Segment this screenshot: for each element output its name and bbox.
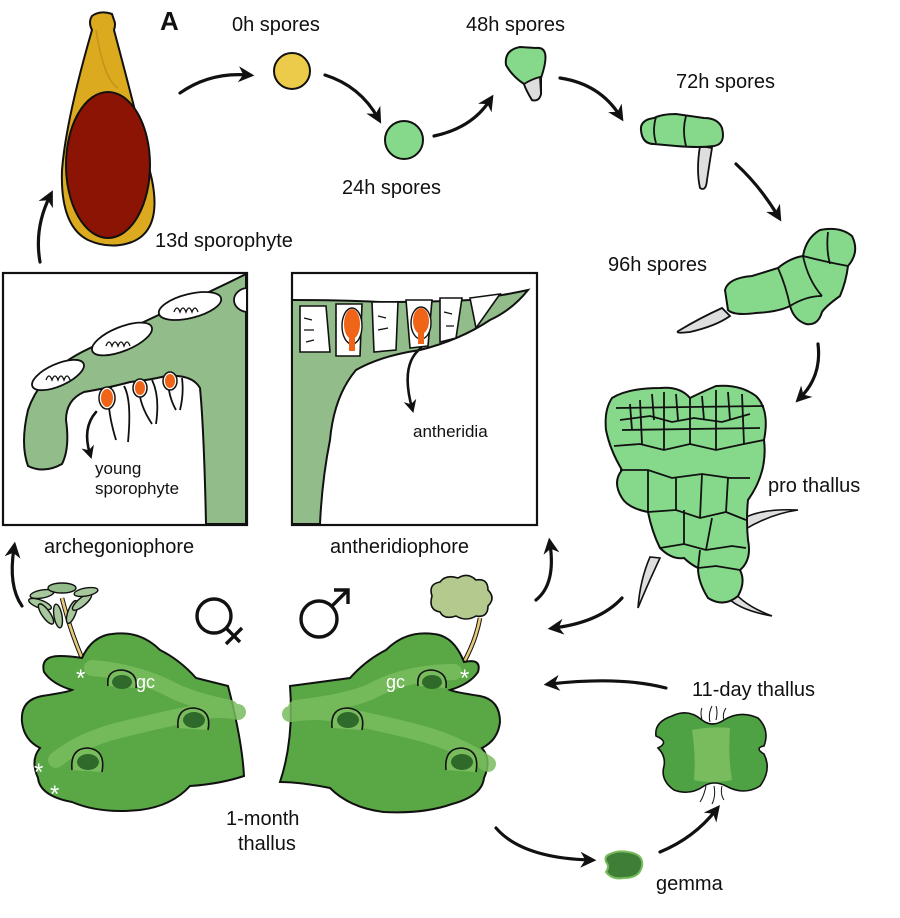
gemma-cup-icon (71, 747, 104, 773)
label-spores-96h: 96h spores (608, 254, 707, 276)
asterisk-marker: * (506, 759, 515, 786)
arrow-antheridia (403, 346, 423, 414)
asterisk-marker: * (460, 665, 469, 692)
arrow-72h-to-96h (734, 162, 782, 222)
arrow-1month-to-gemma (494, 826, 597, 868)
gemma-cup-icon (445, 747, 478, 773)
label-gemma: gemma (656, 873, 724, 895)
label-11day-thallus: 11-day thallus (692, 679, 815, 701)
label-antheridia: antheridia (413, 422, 488, 441)
panel-letter: A (160, 6, 179, 36)
label-spores-72h: 72h spores (676, 71, 775, 93)
arrow-96h-to-prothallus (795, 342, 821, 403)
thallus-1month-female-illustration (20, 632, 246, 812)
archegoniophore-caption: archegoniophore (44, 536, 194, 558)
asterisk-marker: * (34, 759, 43, 786)
archegoniophore-inset (1, 271, 249, 527)
arrow-gemma-to-11day (658, 804, 720, 854)
arrow-young-sporophyte (81, 410, 98, 459)
spore-96h-illustration (676, 227, 857, 334)
archegoniophore-umbrella-illustration (27, 582, 99, 659)
gemma-cup-icon (106, 669, 138, 689)
label-sporophyte-13d: 13d sporophyte (155, 230, 293, 252)
male-symbol-icon (299, 588, 350, 639)
thallus-1month-male-illustration (278, 632, 502, 814)
sporophyte-13d-illustration (60, 11, 156, 247)
female-symbol-icon (195, 597, 244, 646)
label-1month-thallus-line1: 1-month (226, 808, 299, 830)
label-spores-0h: 0h spores (232, 14, 320, 36)
arrow-sporophyte-to-0h (178, 66, 255, 95)
antheridiophore-disk-illustration (430, 574, 493, 664)
arrow-to-antheridiophore (534, 537, 560, 602)
gemma-cup-icon (331, 707, 364, 731)
arrow-prothallus-to-1month (547, 596, 624, 635)
thallus-11day-illustration (655, 705, 768, 805)
label-1month-thallus-line2: thallus (238, 833, 296, 855)
arrow-24h-to-48h (432, 94, 494, 138)
arrow-to-archegoniophore (4, 541, 24, 608)
spore-72h-illustration (639, 112, 724, 190)
antheridiophore-caption: antheridiophore (330, 536, 469, 558)
arrow-0h-to-24h (323, 73, 382, 124)
label-sporophyte: sporophyte (95, 479, 179, 498)
antheridiophore-inset (290, 271, 539, 527)
pro-thallus-illustration (604, 384, 799, 617)
label-spores-24h: 24h spores (342, 177, 441, 199)
label-pro-thallus: pro thallus (768, 475, 860, 497)
label-gemma-cup-right: gc (386, 672, 405, 692)
gemma-cup-icon (177, 707, 210, 731)
spore-0h-illustration (273, 52, 311, 90)
label-spores-48h: 48h spores (466, 14, 565, 36)
asterisk-marker: * (490, 781, 499, 808)
arrow-48h-to-72h (558, 76, 624, 122)
spore-48h-illustration (504, 45, 547, 102)
gemma-illustration (604, 850, 644, 880)
spore-24h-illustration (384, 120, 424, 160)
label-young: young (95, 459, 141, 478)
gemma-cup-icon (416, 669, 448, 689)
asterisk-marker: * (76, 665, 85, 692)
arrow-to-sporophyte (36, 190, 53, 264)
label-gemma-cup-left: gc (136, 672, 155, 692)
asterisk-marker: * (50, 781, 59, 808)
arrow-11day-to-1month (543, 674, 668, 691)
